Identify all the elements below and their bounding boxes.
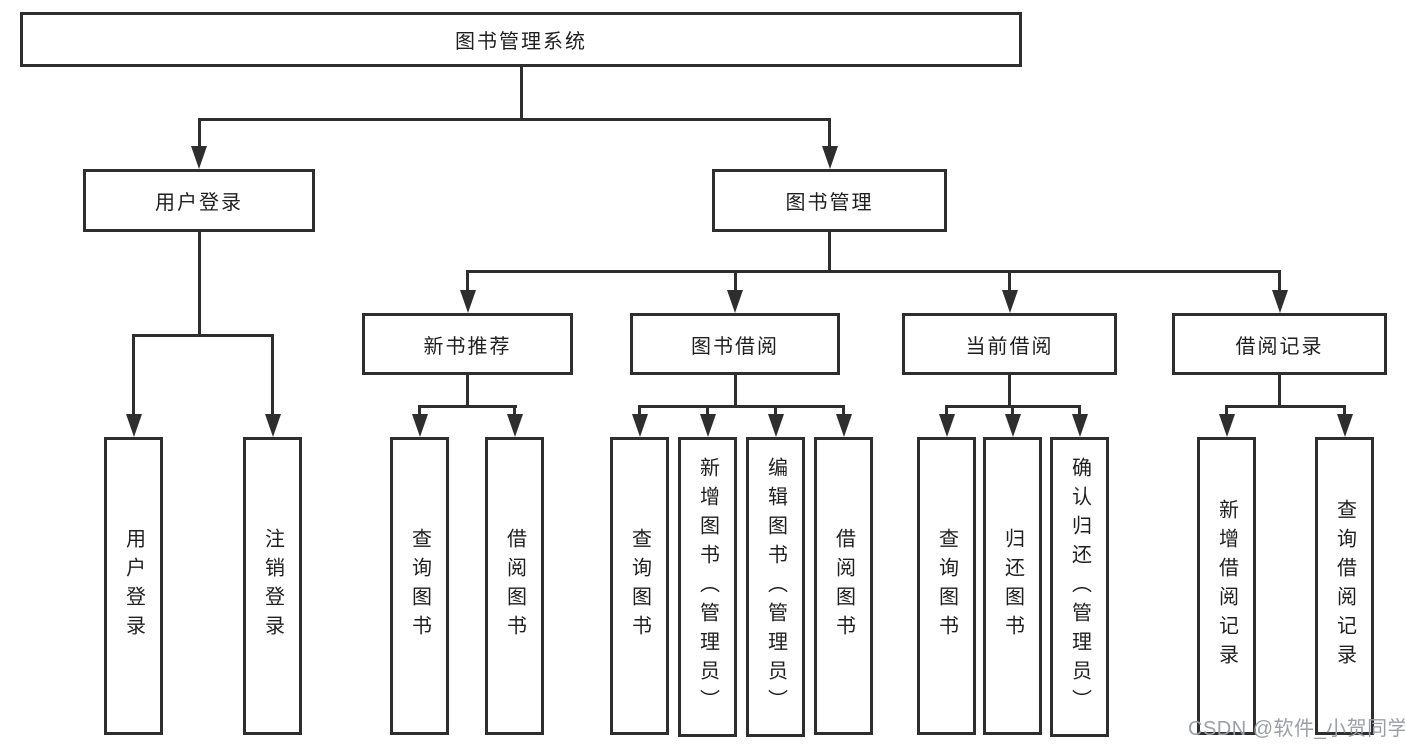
node-borrowing-records: 借阅记录 bbox=[1172, 313, 1387, 375]
leaf-edit-books-admin: 编辑图书（管理员） bbox=[746, 437, 805, 737]
arrow-g3-leaf-1 bbox=[631, 414, 648, 437]
arrow-g5-leaf-2 bbox=[1336, 414, 1353, 437]
connector-g4-stem bbox=[1008, 375, 1011, 408]
node-new-book-recommend-label: 新书推荐 bbox=[423, 335, 512, 358]
arrow-to-new-books bbox=[459, 290, 476, 313]
connector-g5-drop-1 bbox=[1225, 405, 1228, 417]
connector-g3-bar bbox=[638, 405, 845, 408]
node-book-borrowing-label: 图书借阅 bbox=[691, 335, 779, 358]
node-current-borrowing-label: 当前借阅 bbox=[965, 335, 1054, 358]
leaf-return-books: 归还图书 bbox=[983, 437, 1042, 735]
leaf-logout: 注销登录 bbox=[243, 437, 302, 735]
connector-login-drop-2 bbox=[271, 334, 274, 416]
node-borrowing-records-label: 借阅记录 bbox=[1235, 335, 1324, 358]
arrow-g2-leaf-1 bbox=[411, 414, 428, 437]
arrow-g2-leaf-2 bbox=[506, 414, 523, 437]
leaf-query-books-3-label: 查询图书 bbox=[935, 528, 958, 644]
leaf-logout-label: 注销登录 bbox=[261, 528, 284, 644]
arrow-to-leaf-user-login bbox=[125, 414, 142, 437]
leaf-borrow-books-1: 借阅图书 bbox=[485, 437, 544, 735]
arrow-to-borrow-records bbox=[1271, 290, 1288, 313]
connector-g2-bar bbox=[418, 405, 517, 408]
connector-g4-drop-3 bbox=[1078, 405, 1081, 417]
leaf-query-books-2-label: 查询图书 bbox=[628, 528, 651, 644]
connector-g3-drop-2 bbox=[706, 405, 709, 417]
node-current-borrowing: 当前借阅 bbox=[902, 313, 1117, 375]
leaf-query-borrow-record-label: 查询借阅记录 bbox=[1333, 499, 1356, 673]
node-root-system: 图书管理系统 bbox=[20, 12, 1022, 67]
arrow-g4-leaf-3 bbox=[1071, 414, 1088, 437]
connector-g5-stem bbox=[1278, 375, 1281, 408]
leaf-confirm-return-admin: 确认归还（管理员） bbox=[1050, 437, 1109, 737]
leaf-user-login: 用户登录 bbox=[104, 437, 163, 735]
leaf-return-books-label: 归还图书 bbox=[1001, 528, 1024, 644]
connector-l1-drop-right bbox=[828, 118, 831, 149]
connector-l3-drop-3 bbox=[1008, 270, 1011, 293]
leaf-query-borrow-record: 查询借阅记录 bbox=[1315, 437, 1374, 735]
connector-mgmt-stem bbox=[828, 232, 831, 273]
leaf-confirm-return-admin-label: 确认归还（管理员） bbox=[1068, 456, 1091, 718]
connector-l3-bar bbox=[466, 270, 1281, 273]
leaf-borrow-books-1-label: 借阅图书 bbox=[503, 528, 526, 644]
node-root-label: 图书管理系统 bbox=[455, 31, 587, 53]
arrow-to-current-borrow bbox=[1001, 290, 1018, 313]
node-book-management-label: 图书管理 bbox=[785, 192, 874, 214]
arrow-g3-leaf-2 bbox=[699, 414, 716, 437]
leaf-query-books-2: 查询图书 bbox=[610, 437, 669, 735]
leaf-query-books-1-label: 查询图书 bbox=[408, 528, 431, 644]
connector-g3-drop-1 bbox=[638, 405, 641, 417]
leaf-add-books-admin: 新增图书（管理员） bbox=[678, 437, 737, 737]
leaf-borrow-books-2-label: 借阅图书 bbox=[832, 528, 855, 644]
connector-l3-drop-2 bbox=[733, 270, 737, 293]
connector-g5-bar bbox=[1225, 405, 1346, 408]
leaf-add-borrow-record: 新增借阅记录 bbox=[1197, 437, 1256, 735]
node-new-book-recommend: 新书推荐 bbox=[362, 313, 573, 375]
connector-g2-drop-1 bbox=[418, 405, 421, 417]
connector-l3-drop-4 bbox=[1278, 270, 1281, 293]
leaf-query-books-1: 查询图书 bbox=[390, 437, 449, 735]
connector-g5-drop-2 bbox=[1343, 405, 1346, 417]
node-book-borrowing: 图书借阅 bbox=[630, 313, 840, 375]
connector-l1-drop-left bbox=[197, 118, 201, 149]
arrow-to-user-login bbox=[191, 146, 207, 169]
csdn-watermark: CSDN @软件_小贺同学 bbox=[1188, 718, 1405, 740]
leaf-add-books-admin-label: 新增图书（管理员） bbox=[696, 456, 719, 718]
connector-g4-drop-2 bbox=[1011, 405, 1014, 417]
arrow-to-book-mgmt bbox=[821, 146, 838, 169]
connector-g3-drop-3 bbox=[774, 405, 777, 417]
connector-g4-drop-1 bbox=[945, 405, 948, 417]
node-user-login: 用户登录 bbox=[83, 169, 315, 232]
connector-root-stem bbox=[519, 67, 523, 121]
connector-g2-drop-2 bbox=[513, 405, 516, 417]
arrow-to-book-borrow bbox=[727, 290, 743, 313]
connector-g3-stem bbox=[733, 375, 737, 408]
arrow-to-leaf-logout bbox=[264, 414, 281, 437]
arrow-g4-leaf-1 bbox=[938, 414, 955, 437]
arrow-g5-leaf-1 bbox=[1218, 414, 1235, 437]
connector-l3-drop-1 bbox=[466, 270, 469, 293]
connector-login-stem bbox=[197, 232, 201, 337]
arrow-g3-leaf-4 bbox=[835, 414, 852, 437]
connector-l1-bar bbox=[197, 118, 831, 121]
connector-login-drop-1 bbox=[132, 334, 135, 416]
connector-g3-drop-4 bbox=[842, 405, 845, 417]
arrow-g3-leaf-3 bbox=[767, 414, 784, 437]
connector-login-bar bbox=[132, 334, 274, 337]
leaf-edit-books-admin-label: 编辑图书（管理员） bbox=[764, 456, 787, 718]
arrow-g4-leaf-2 bbox=[1004, 414, 1021, 437]
connector-g2-stem bbox=[466, 375, 469, 408]
leaf-user-login-label: 用户登录 bbox=[122, 528, 145, 644]
node-user-login-label: 用户登录 bbox=[155, 192, 243, 214]
leaf-add-borrow-record-label: 新增借阅记录 bbox=[1215, 499, 1238, 673]
leaf-borrow-books-2: 借阅图书 bbox=[814, 437, 873, 735]
node-book-management: 图书管理 bbox=[712, 169, 947, 232]
leaf-query-books-3: 查询图书 bbox=[917, 437, 976, 735]
